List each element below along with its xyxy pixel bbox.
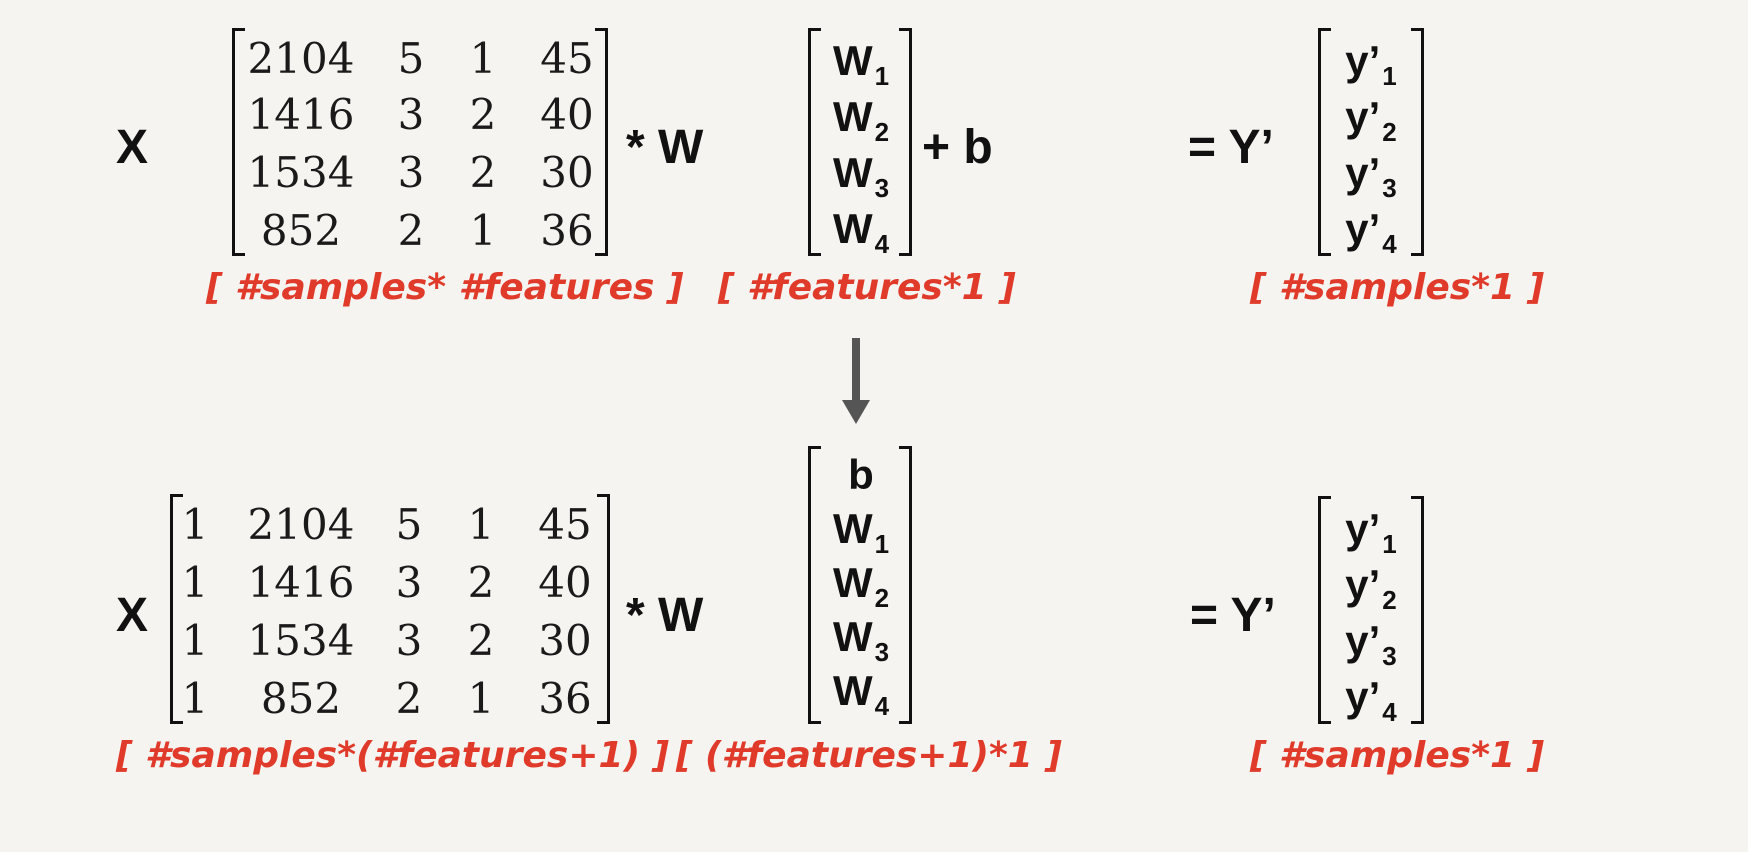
bottom-w-entry-3: W2: [832, 559, 890, 613]
top-x-cell-r2-c3: 2: [469, 90, 497, 139]
top-x-cell-r3-c1: 1534: [247, 148, 355, 197]
top-x-cell-r4-c3: 1: [469, 206, 497, 255]
bottom-w-entry-1: b: [848, 451, 874, 498]
top-y-dimension: [ #samples*1 ]: [1250, 267, 1545, 308]
bottom-y-dimension: [ #samples*1 ]: [1250, 735, 1545, 776]
bottom-y-entry-3: y’3: [1345, 617, 1397, 671]
bottom-x-cell-r2-c2: 1416: [247, 558, 355, 607]
bottom-x-cell-r1-c4: 1: [467, 500, 495, 549]
bottom-x-cell-r3-c5: 30: [538, 616, 592, 665]
bottom-x-cell-r3-c1: 1: [181, 616, 209, 665]
bottom-x-cell-r2-c5: 40: [538, 558, 592, 607]
bottom-y-entry-2: y’2: [1345, 561, 1397, 615]
top-w-dimension: [ #features*1 ]: [718, 267, 1016, 308]
top-y-entry-1: y’1: [1345, 37, 1397, 91]
top-x-cell-r4-c2: 2: [397, 206, 425, 255]
top-x-cell-r3-c3: 2: [469, 148, 497, 197]
top-y-entry-2: y’2: [1345, 93, 1397, 147]
bottom-w-entry-4: W3: [832, 613, 890, 667]
bottom-w-entry-2: W1: [832, 505, 890, 559]
bottom-x-cell-r1-c5: 45: [538, 500, 592, 549]
bottom-x-cell-r1-c3: 5: [395, 500, 423, 549]
top-x-cell-r2-c1: 1416: [247, 90, 355, 139]
top-x-cell-r1-c1: 2104: [247, 34, 355, 83]
top-x-dimension: [ #samples* #features ]: [206, 267, 684, 308]
top-w-entry-3: W3: [832, 149, 890, 203]
top-plus-b: + b: [922, 121, 993, 174]
down-arrow-icon: [842, 338, 870, 424]
top-x-cell-r1-c2: 5: [397, 34, 425, 83]
bottom-x-cell-r1-c2: 2104: [247, 500, 355, 549]
bottom-x-cell-r3-c4: 2: [467, 616, 495, 665]
top-x-label: X: [116, 121, 149, 174]
top-eq-y: = Y’: [1188, 121, 1274, 174]
top-x-cell-r3-c4: 30: [540, 148, 594, 197]
bottom-y-entry-4: y’4: [1345, 673, 1397, 727]
bottom-x-cell-r4-c3: 2: [395, 674, 423, 723]
top-x-cell-r3-c2: 3: [397, 148, 425, 197]
top-x-cell-r2-c4: 40: [540, 90, 594, 139]
top-x-cell-r1-c4: 45: [540, 34, 594, 83]
bottom-mul-w: * W: [626, 589, 704, 642]
top-x-cell-r1-c3: 1: [469, 34, 497, 83]
bottom-x-dimension: [ #samples*(#features+1) ]: [116, 735, 670, 776]
bottom-y-entry-1: y’1: [1345, 505, 1397, 559]
bottom-x-cell-r2-c3: 3: [395, 558, 423, 607]
bottom-x-cell-r4-c5: 36: [538, 674, 592, 723]
bottom-x-cell-r2-c1: 1: [181, 558, 209, 607]
bottom-x-cell-r3-c2: 1534: [247, 616, 355, 665]
top-w-entry-4: W4: [832, 205, 890, 259]
bottom-w-dimension: [ (#features+1)*1 ]: [676, 735, 1062, 776]
bottom-eq-y: = Y’: [1190, 589, 1276, 642]
top-w-entry-1: W1: [832, 37, 890, 91]
top-mul-w: * W: [626, 121, 704, 174]
top-x-cell-r2-c2: 3: [397, 90, 425, 139]
top-x-cell-r4-c1: 852: [260, 206, 342, 255]
bottom-x-label: X: [116, 589, 149, 642]
top-y-entry-3: y’3: [1345, 149, 1397, 203]
bottom-x-cell-r4-c2: 852: [260, 674, 342, 723]
bottom-w-entry-5: W4: [832, 667, 890, 721]
bottom-x-cell-r2-c4: 2: [467, 558, 495, 607]
bottom-x-cell-r3-c3: 3: [395, 616, 423, 665]
bottom-x-cell-r1-c1: 1: [181, 500, 209, 549]
bottom-x-cell-r4-c4: 1: [467, 674, 495, 723]
top-y-entry-4: y’4: [1345, 205, 1397, 259]
top-w-entry-2: W2: [832, 93, 890, 147]
bottom-x-cell-r4-c1: 1: [181, 674, 209, 723]
top-x-cell-r4-c4: 36: [540, 206, 594, 255]
